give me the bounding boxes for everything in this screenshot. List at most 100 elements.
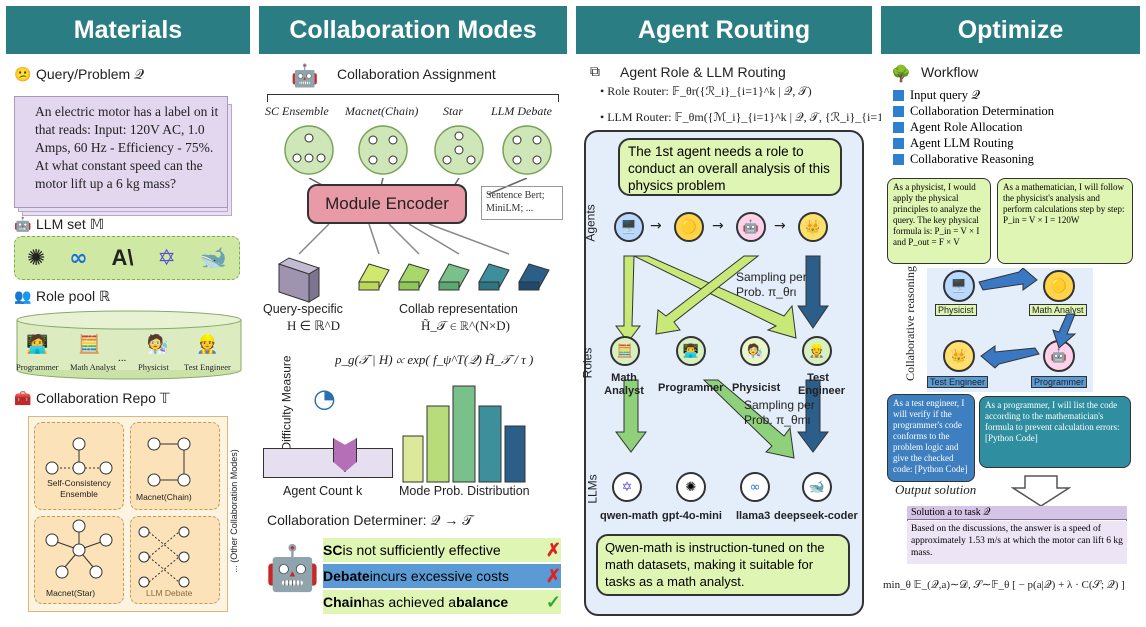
llm-router-text: LLM Router: 𝔽_θm({ℳ_i}_{i=1}^k | 𝒬, 𝒯, {…	[607, 110, 905, 124]
play-icon	[893, 154, 904, 165]
deepseek-llm-icon: 🐋	[802, 472, 832, 502]
repo-graphs	[45, 437, 191, 588]
collab-rep-label: Collab representation	[399, 302, 518, 316]
arrow-right-icon-3: →	[774, 218, 786, 234]
query-title: Query/Problem 𝒬	[36, 66, 145, 82]
finding-debate-text: incurs excessive costs	[369, 568, 509, 584]
bar-blocks	[402, 385, 526, 483]
collab-header: Collaboration Modes	[259, 6, 567, 54]
workflow-title: Workflow	[921, 64, 979, 80]
play-icon	[893, 122, 904, 133]
role-pool-icon: 👥	[14, 288, 32, 304]
agent-count-bar	[263, 448, 393, 478]
math-analyst-avatar-icon: 🧮	[78, 334, 101, 355]
collab-panel: Collaboration Modes 🤖 Collaboration Assi…	[259, 6, 567, 618]
arrow-right-icon: →	[650, 218, 662, 234]
repo-label-star: Macnet(Star)	[46, 588, 96, 598]
mode-circles	[284, 125, 552, 175]
agent-2-avatar: 🟡	[674, 212, 704, 242]
finding-chain-bold: Chain	[323, 594, 362, 610]
qwen-logo-icon: ✡	[157, 245, 176, 271]
finding-debate-bold: Debate	[323, 568, 370, 584]
llm-llama: llama3	[736, 510, 771, 522]
math-bubble: As a mathematician, I will follow the ph…	[997, 178, 1133, 264]
materials-panel: Materials 😕 Query/Problem 𝒬 An electric …	[6, 6, 250, 618]
difficulty-label: Difficulty Measure	[279, 355, 294, 451]
programmer-avatar-icon: 🧑‍💻	[26, 334, 49, 355]
robot-icon: 🤖	[291, 64, 319, 89]
query-icon: 😕	[14, 66, 32, 82]
workflow-item-3-label: Agent Role Allocation	[910, 120, 1023, 134]
workflow-item-3: Agent Role Allocation	[893, 120, 1022, 135]
query-text: An electric motor has a label on it that…	[14, 96, 228, 208]
collab-reasoning-label: Collaborative reasoning	[902, 266, 917, 381]
role-math-analyst: Math Analyst	[70, 362, 117, 372]
finding-chain: Chain has achieved a balance ✓	[323, 590, 561, 614]
workflow-list: Input query 𝒬 Collaboration Determinatio…	[893, 88, 1133, 172]
llm-deepseek: deepseek-coder	[774, 510, 858, 522]
routing-title: Agent Role & LLM Routing	[620, 64, 786, 80]
role-pool-title: Role pool ℝ	[36, 288, 111, 304]
repo-item-chain	[130, 422, 220, 510]
test-bubble: As a test engineer, I will verify if the…	[887, 394, 975, 482]
role-test-engineer-avatar: 👷	[802, 336, 832, 366]
bubble-top: The 1st agent needs a role to conduct an…	[618, 138, 842, 196]
repo-label-debate: LLM Debate	[146, 588, 193, 598]
anthropic-logo-icon: A\	[111, 245, 134, 270]
materials-header: Materials	[6, 6, 250, 54]
finding-chain-bold2: balance	[456, 594, 509, 610]
workflow-item-2-label: Collaboration Determination	[910, 104, 1055, 118]
objective: min_θ 𝔼_(𝒬,a)∼𝒟, 𝒮∼𝔽_θ [ − p(a|𝒬) + λ · …	[883, 579, 1125, 591]
physicist-node-avatar: 🖥️	[943, 270, 975, 302]
route-role-programmer: Programmer	[658, 382, 724, 394]
encoder-note: Sentence Bert; MiniLM; ...	[481, 186, 563, 220]
workflow-item-4-label: Agent LLM Routing	[910, 136, 1014, 150]
output-title: Output solution	[895, 482, 977, 497]
role-physicist: Physicist	[138, 362, 169, 372]
module-encoder: Module Encoder	[307, 184, 467, 224]
mode-debate: LLM Debate	[491, 104, 552, 118]
node-test: Test Engineer	[927, 376, 989, 388]
workflow-item-1-label: Input query 𝒬	[910, 88, 981, 102]
agents-label: Agents	[583, 204, 598, 242]
play-icon	[893, 106, 904, 117]
sampling-1: Sampling per Prob. π_θrι	[736, 270, 807, 299]
prob-formula: p_g(𝒯 | H) ∝ exp( f_ψ^T(𝒬) H̃_𝒯 / τ )	[335, 352, 534, 367]
determiner: Collaboration Determiner: 𝒬 → 𝒯	[267, 512, 473, 528]
routing-header: Agent Routing	[576, 6, 872, 54]
check-icon: ✓	[545, 591, 561, 612]
repo-label-chain: Macnet(Chain)	[136, 492, 192, 502]
repo-icon: 🧰	[14, 390, 32, 406]
assignment-rule	[267, 94, 559, 102]
role-programmer: Programmer	[16, 362, 59, 372]
llm-set-box: ✺ ∞ A\ ✡ 🐋	[14, 236, 240, 280]
workflow-item-1: Input query 𝒬	[893, 88, 980, 103]
llm-set-icon: 🤖	[14, 216, 32, 232]
assignment-title: Collaboration Assignment	[337, 66, 496, 82]
reasoning-arrows	[978, 268, 1077, 369]
llm-qwen: qwen-math	[600, 510, 659, 522]
llm-set-title: LLM set 𝕄	[36, 216, 105, 232]
meta-logo-icon: ∞	[69, 245, 88, 271]
query-specific-math: H ∈ ℝ^D	[287, 318, 340, 333]
route-role-test: Test Engineer	[798, 372, 846, 397]
gauge-icon: ◔	[313, 384, 336, 414]
workflow-item-5: Collaborative Reasoning	[893, 152, 1034, 167]
sampling-2: Sampling per Prob. π_θmι	[744, 398, 815, 427]
physicist-bubble: As a physicist, I would apply the physic…	[887, 178, 991, 264]
cross-icon-2: ✗	[545, 565, 561, 586]
optimize-panel: Optimize 🌳 Workflow Input query 𝒬 Collab…	[881, 6, 1140, 618]
role-router-text: Role Router: 𝔽_θr({ℛ_i}_{i=1}^k | 𝒬, 𝒯)	[607, 84, 812, 98]
node-math: Math Analyst	[1029, 304, 1087, 316]
route-role-physicist: Physicist	[732, 382, 781, 394]
solution-text: Based on the discussions, the answer is …	[907, 521, 1127, 564]
cross-icon: ✗	[545, 539, 561, 560]
finding-chain-text: has achieved a	[361, 594, 457, 610]
openai-logo-icon: ✺	[26, 245, 46, 271]
play-icon	[893, 90, 904, 101]
repo-label-sc: Self-Consistency Ensemble	[47, 478, 111, 499]
gpt-llm-icon: ✺	[676, 472, 706, 502]
workflow-icon: 🌳	[891, 64, 911, 83]
repo-side-label: ... (Other Collaboration Modes)	[228, 449, 239, 573]
mode-prob-label: Mode Prob. Distribution	[399, 484, 530, 498]
